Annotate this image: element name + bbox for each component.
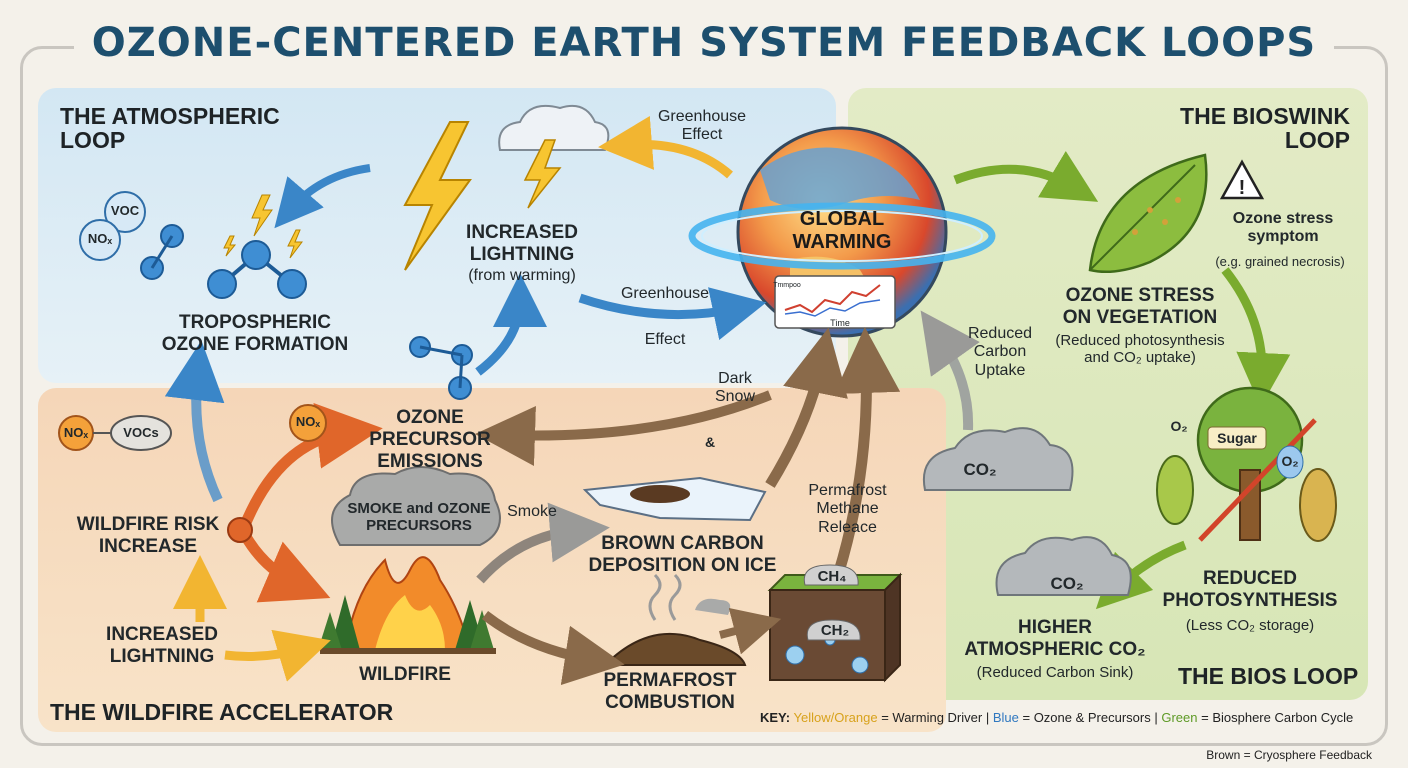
increased-lightning-warm-label: INCREASED LIGHTNING (466, 222, 578, 265)
cloud-lightning-icon (498, 104, 610, 209)
arrow-risk-to-wildfire (240, 532, 331, 603)
wildfire-label: WILDFIRE (359, 664, 451, 685)
o2-left-label: O₂ (1170, 418, 1188, 434)
bios-loop-title: THE BIOS LOOP (1178, 663, 1359, 689)
permafrost-block-icon (767, 564, 903, 683)
arrow-smoke-to-ice (476, 502, 610, 584)
co2-cloud-upper-icon (922, 427, 1074, 491)
arrow-reduced-uptake (920, 310, 980, 431)
fire-icon (318, 556, 496, 654)
arrow-leaf-to-tree (1221, 267, 1291, 407)
reduced-photosynthesis-label: REDUCED PHOTOSYNTHESIS (1162, 568, 1338, 611)
lightning-large-icon (403, 121, 472, 271)
arrow-fire-to-combustion (481, 611, 625, 686)
page-title: OZONE-CENTERED EARTH SYSTEM FEEDBACK LOO… (0, 20, 1408, 66)
key-blue: Blue (992, 710, 1019, 725)
tropospheric-ozone-label: TROPOSPHERIC OZONE FORMATION (161, 312, 349, 355)
arrow-permafrost-to-globe (832, 327, 901, 577)
wildfire-risk-label: WILDFIRE RISK INCREASE (76, 514, 220, 557)
increased-lightning-warm-sub: (from warming) (468, 267, 576, 284)
smoke-label: Smoke (507, 503, 557, 520)
combustion-mound-icon (602, 573, 747, 666)
higher-atmospheric-co2-label: HIGHER ATMOSPHERIC CO₂ (964, 617, 1146, 660)
key-yellow-desc: = Warming Driver | (881, 710, 990, 725)
smoke-precursors-label: SMOKE and OZONE PRECURSORS (347, 500, 491, 535)
nox-chip2-label: NOₓ (295, 414, 321, 429)
arrow-lightning-to-wildfire (224, 629, 331, 682)
dark-snow-label: Dark Snow (714, 370, 756, 406)
ozone-precursor-emissions-label: OZONE PRECURSOR EMISSIONS (369, 407, 491, 472)
wildfire-accelerator-title: THE WILDFIRE ACCELERATOR (50, 699, 394, 725)
higher-atmospheric-co2-sub: (Reduced Carbon Sink) (976, 664, 1134, 681)
ozone-stress-symptom-sub: (e.g. grained necrosis) (1215, 254, 1345, 269)
bioswink-loop-title: THE BIOSWINK LOOP (1180, 103, 1350, 154)
ozone-stress-vegetation-sub: (Reduced photosynthesis and CO₂ uptake) (1055, 332, 1225, 367)
brown-carbon-label: BROWN CARBON DEPOSITION ON ICE (588, 533, 777, 576)
precursor-molecule-icon (409, 336, 473, 400)
key-green: Green (1161, 710, 1198, 725)
arrow-cloud-to-ozone (274, 164, 371, 229)
svg-text:!: ! (1239, 177, 1246, 199)
reduced-photosynthesis-sub: (Less CO₂ storage) (1185, 617, 1315, 634)
arrow-greenhouse-mid (578, 287, 767, 341)
co2-upper-label: CO₂ (963, 460, 997, 479)
arrow-combustion-to-permafrost (718, 607, 782, 655)
greenhouse-effect-top-label: Greenhouse Effect (657, 108, 747, 144)
key-label: KEY: (760, 710, 791, 725)
key-yellow: Yellow/Orange (793, 710, 878, 725)
global-warming-label: GLOBAL WARMING (792, 208, 892, 253)
nox-chip-label: NOₓ (63, 425, 89, 440)
key-brown: Brown = Cryosphere Feedback (1206, 748, 1372, 762)
permafrost-methane-label: Permafrost Methane Releace (808, 482, 887, 536)
arrow-risk-to-emissions (239, 402, 383, 528)
graph-y-label: Tmmpoo (773, 282, 801, 289)
arrow-wildfire-to-ozone (164, 340, 225, 503)
ch2-label: CH₂ (820, 622, 850, 639)
globe-icon (688, 126, 996, 338)
risk-node-icon (227, 517, 253, 543)
ch4-label: CH₄ (817, 568, 847, 585)
nox-chip2-icon (289, 404, 327, 442)
effect-mid-label: Effect (644, 331, 686, 348)
atmospheric-loop-title: THE ATMOSPHERIC LOOP (60, 103, 280, 154)
smoke-cloud-icon (331, 466, 501, 546)
tree-icon (1156, 386, 1337, 542)
co2-lower-label: CO₂ (1050, 574, 1084, 593)
nox-label: NOₓ (87, 231, 113, 246)
ozone-molecule-icon (207, 194, 307, 299)
key-green-desc: = Biosphere Carbon Cycle (1201, 710, 1354, 725)
voc-molecule-icon (79, 191, 184, 280)
sugar-label: Sugar (1217, 430, 1257, 446)
arrow-ice-to-globe (765, 327, 848, 488)
greenhouse-mid-label: Greenhouse (620, 285, 710, 302)
ozone-stress-vegetation-label: OZONE STRESS ON VEGETATION (1062, 285, 1218, 328)
permafrost-combustion-label: PERMAFROST COMBUSTION (603, 670, 737, 713)
key-blue-desc: = Ozone & Precursors | (1022, 710, 1158, 725)
arrow-globe-to-leaf (953, 150, 1099, 202)
ice-sheet-icon (582, 476, 767, 522)
soot-marks-label: & (704, 434, 716, 450)
co2-cloud-lower-icon (995, 536, 1132, 596)
ozone-stress-symptom-label: Ozone stress symptom (1232, 210, 1334, 246)
arrow-greenhouse-top (598, 116, 733, 179)
o2-right-label: O₂ (1281, 453, 1299, 469)
legend-key: KEY: Yellow/Orange = Warming Driver | Bl… (760, 710, 1353, 725)
arrow-precursor-up (475, 273, 547, 376)
voc-label: VOC (110, 203, 140, 218)
graph-x-label: Time (830, 318, 850, 328)
leaf-icon (1088, 153, 1208, 273)
reduced-carbon-uptake-label: Reduced Carbon Uptake (967, 325, 1033, 379)
increased-lightning-label: INCREASED LIGHTNING (106, 624, 218, 667)
warning-icon: ! (1219, 159, 1265, 200)
arrow-dark-snow (475, 390, 772, 466)
vocs-chip-label: VOCs (123, 425, 159, 440)
